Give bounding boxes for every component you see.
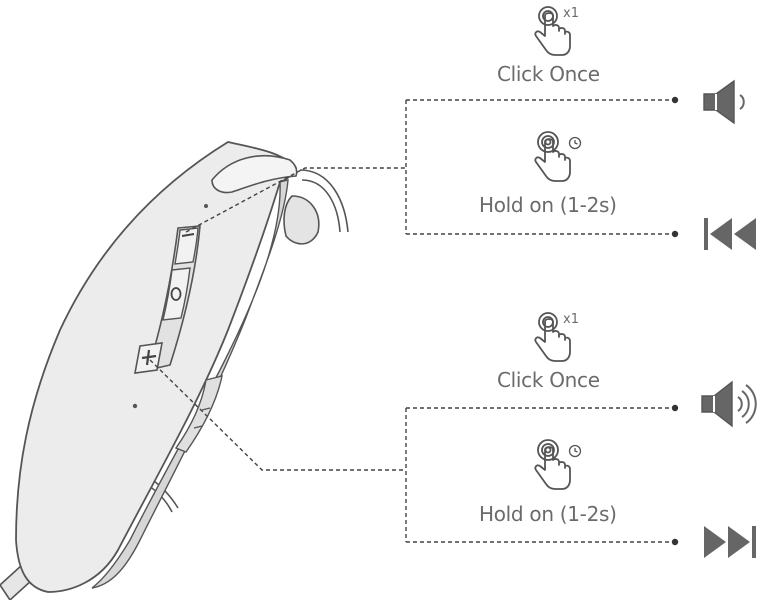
indicator-hole <box>132 403 138 409</box>
press-hold-icon <box>534 131 571 182</box>
tap-once-icon <box>534 312 571 362</box>
minus-click-label: Click Once <box>497 62 600 86</box>
volume-up-icon <box>701 380 757 428</box>
multifunction-button[interactable] <box>162 267 191 321</box>
minus-click-dot <box>671 96 679 104</box>
earbud <box>283 195 320 245</box>
device-top-cap <box>211 154 298 194</box>
next-track-icon <box>704 526 756 558</box>
press-hold-icon <box>534 439 571 490</box>
plus-connector <box>149 359 406 471</box>
side-switch <box>174 375 223 453</box>
minus-hold-dot <box>671 230 679 238</box>
plus-click-label: Click Once <box>497 368 600 392</box>
clock-icon <box>568 444 582 458</box>
minus-connector <box>185 167 406 233</box>
tap-once-icon <box>534 6 571 56</box>
click-count-badge: x1 <box>563 312 579 327</box>
mic-hole <box>204 204 208 208</box>
earbud-cable <box>299 169 349 233</box>
plus-hold-dot <box>671 538 679 546</box>
click-count-badge: x1 <box>563 6 579 21</box>
minus-hold-label: Hold on (1-2s) <box>479 193 617 217</box>
volume-down-icon <box>703 79 745 125</box>
plus-hold-label: Hold on (1-2s) <box>479 502 617 526</box>
device-side-face <box>91 179 289 589</box>
previous-track-icon <box>704 218 756 250</box>
plus-click-dot <box>671 404 679 412</box>
minus-button[interactable] <box>174 227 199 265</box>
clock-icon <box>568 136 582 150</box>
